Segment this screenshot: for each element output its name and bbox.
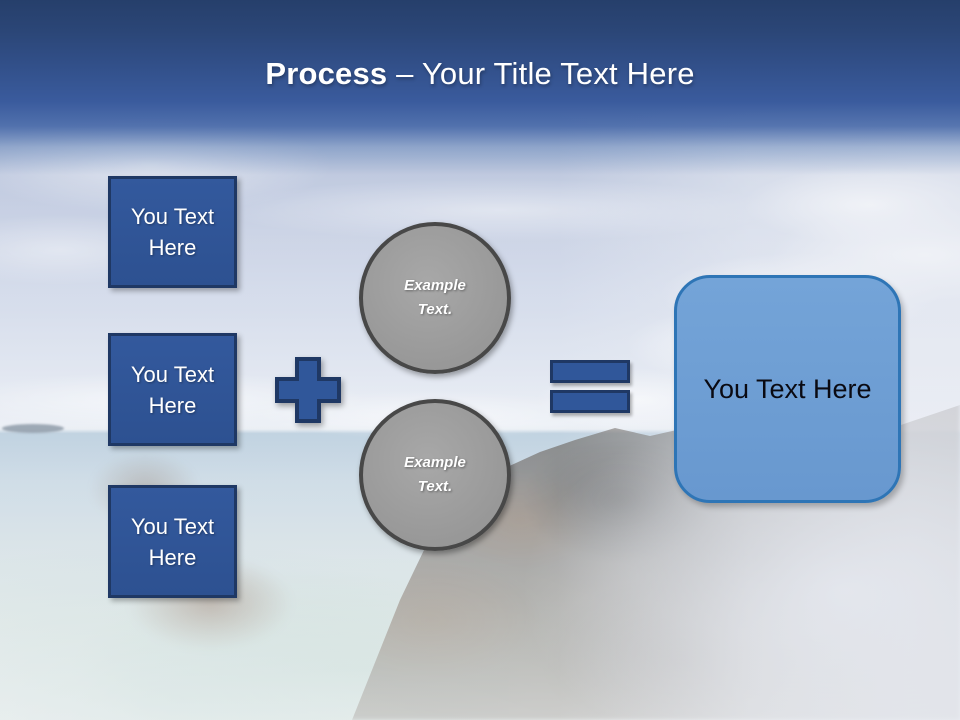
example-circle-2-label: Example Text.: [404, 454, 466, 495]
header-band: [0, 0, 960, 175]
example-circle-1: Example Text.: [359, 222, 511, 374]
step-box-1-label: You Text Here: [130, 204, 215, 260]
plus-icon: [274, 356, 342, 424]
step-box-2: You Text Here: [108, 333, 237, 446]
step-box-1: You Text Here: [108, 176, 237, 288]
step-box-3: You Text Here: [108, 485, 237, 598]
step-box-3-label: You Text Here: [130, 513, 215, 570]
example-circle-2: Example Text.: [359, 399, 511, 551]
equals-bar-bottom: [550, 390, 630, 413]
equals-icon: [550, 360, 630, 413]
equals-bar-top: [550, 360, 630, 383]
title-bold: Process: [265, 56, 388, 91]
example-circle-1-label: Example Text.: [404, 277, 466, 318]
plus-icon-svg: [275, 357, 341, 423]
result-box: You Text Here: [674, 275, 901, 503]
result-box-label: You Text Here: [703, 373, 872, 404]
title-rest: – Your Title Text Here: [387, 56, 695, 91]
step-box-2-label: You Text Here: [130, 361, 215, 418]
page-title: Process – Your Title Text Here: [0, 56, 960, 92]
